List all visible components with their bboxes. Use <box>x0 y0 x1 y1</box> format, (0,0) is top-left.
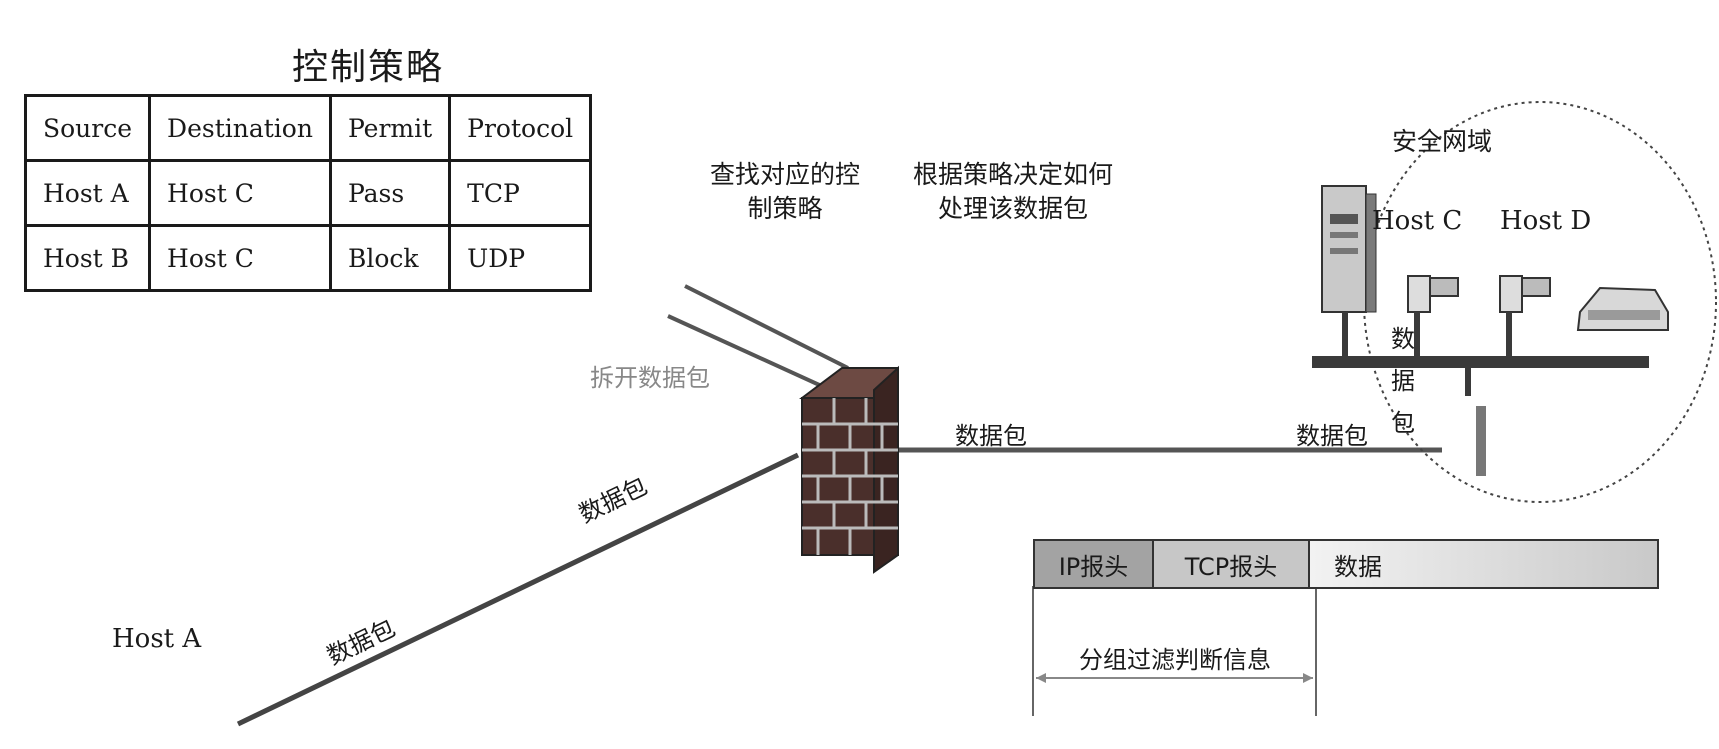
network-bus <box>1312 356 1649 368</box>
header-protocol: Protocol <box>448 94 593 162</box>
cell-source: Host A <box>23 159 152 227</box>
policy-table: Source Destination Permit Protocol Host … <box>23 94 593 292</box>
table-row: Host A Host C Pass TCP <box>23 159 593 227</box>
header-source: Source <box>23 94 152 162</box>
server-icon <box>1321 185 1377 356</box>
filter-info-label: 分组过滤判断信息 <box>1079 646 1271 674</box>
packet-header-bar: IP报头 TCP报头 数据 <box>1033 539 1659 589</box>
data-segment: 数据 <box>1310 541 1657 587</box>
table-header-row: Source Destination Permit Protocol <box>23 94 593 162</box>
table-row: Host B Host C Block UDP <box>23 224 593 292</box>
cell-destination: Host C <box>148 224 332 292</box>
firewall-icon <box>799 365 899 574</box>
ip-header-segment: IP报头 <box>1035 541 1154 587</box>
packet-label-zone: 数据包 <box>1296 422 1368 450</box>
cell-permit: Block <box>328 224 452 292</box>
decide-note: 根据策略决定如何处理该数据包 <box>912 160 1113 223</box>
host-c-label: Host C <box>1372 206 1463 236</box>
workstation-host-d-icon <box>1499 275 1551 356</box>
host-a-label: Host A <box>112 624 202 654</box>
cell-protocol: UDP <box>448 224 593 292</box>
header-destination: Destination <box>148 94 332 162</box>
lookup-note: 查找对应的控制策略 <box>710 160 861 223</box>
policy-title: 控制策略 <box>292 47 445 88</box>
packet-label-vertical: 数据包 <box>1391 325 1415 437</box>
discard-label: 拆开数据包 <box>590 364 710 392</box>
info-range-arrow-head <box>1303 673 1313 683</box>
cell-source: Host B <box>23 224 152 292</box>
tcp-header-segment: TCP报头 <box>1154 541 1310 587</box>
cell-destination: Host C <box>148 159 332 227</box>
printer-icon <box>1576 286 1669 331</box>
cell-permit: Pass <box>328 159 452 227</box>
packet-drop-icon <box>1465 368 1471 396</box>
workstation-host-c-icon <box>1407 275 1459 356</box>
cell-protocol: TCP <box>448 159 593 227</box>
policy-connector-line <box>684 284 849 370</box>
info-range-arrow-head <box>1036 673 1046 683</box>
packet-drop-icon <box>1476 406 1486 476</box>
packet-path-host-a <box>236 452 800 727</box>
packet-label-firewall: 数据包 <box>955 422 1027 450</box>
policy-connector-line <box>667 314 827 390</box>
header-permit: Permit <box>328 94 452 162</box>
host-d-label: Host D <box>1500 206 1592 236</box>
secure-zone-label: 安全网域 <box>1392 127 1493 156</box>
